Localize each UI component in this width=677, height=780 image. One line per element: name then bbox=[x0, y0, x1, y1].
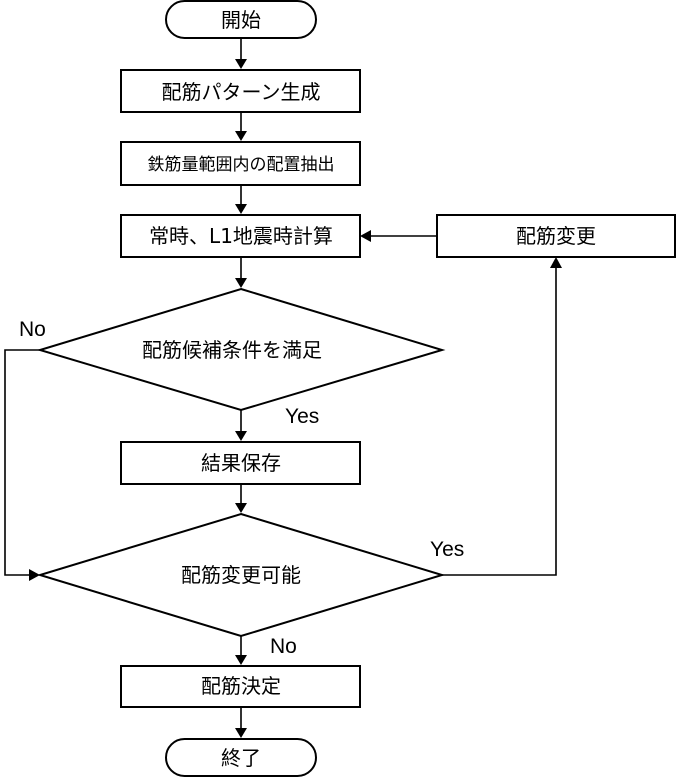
change-layout-label: 配筋変更 bbox=[516, 224, 596, 248]
can-change-diamond bbox=[36, 512, 446, 638]
arrowhead bbox=[235, 655, 247, 665]
arrowhead bbox=[235, 131, 247, 141]
save-result-box bbox=[120, 441, 361, 485]
calculate-box bbox=[120, 214, 361, 258]
arrowhead bbox=[235, 204, 247, 214]
decide-layout-label: 配筋決定 bbox=[201, 674, 281, 698]
branch-label-change-no: No bbox=[270, 635, 297, 658]
connector-canchange-yes-loop bbox=[442, 267, 557, 576]
arrowhead bbox=[550, 257, 562, 268]
arrowhead bbox=[235, 503, 247, 513]
start-label: 開始 bbox=[221, 8, 261, 32]
save-result-label: 結果保存 bbox=[201, 451, 281, 475]
check-conditions-label: 配筋候補条件を満足 bbox=[142, 338, 322, 362]
arrowhead bbox=[29, 569, 40, 581]
can-change-label: 配筋変更可能 bbox=[181, 563, 301, 587]
end-terminator: 終了 bbox=[165, 738, 317, 777]
branch-label-change-yes: Yes bbox=[430, 538, 464, 561]
change-layout-process: 配筋変更 bbox=[436, 214, 676, 258]
branch-label-conditions-yes: Yes bbox=[285, 405, 319, 428]
decide-layout-process: 配筋決定 bbox=[120, 665, 361, 708]
generate-pattern-process: 配筋パターン生成 bbox=[120, 69, 361, 113]
connector-check-no-loop bbox=[4, 349, 40, 576]
arrowhead bbox=[235, 278, 247, 288]
generate-pattern-box bbox=[120, 69, 361, 113]
check-conditions-diamond bbox=[36, 287, 446, 412]
decide-layout-box bbox=[120, 665, 361, 708]
save-result-process: 結果保存 bbox=[120, 441, 361, 485]
can-change-decision: 配筋変更可能 bbox=[36, 512, 446, 638]
connectors bbox=[4, 38, 557, 729]
arrowhead bbox=[235, 59, 247, 69]
arrowhead bbox=[235, 431, 247, 441]
generate-pattern-label: 配筋パターン生成 bbox=[162, 80, 321, 104]
calculate-process: 常時、L1地震時計算 bbox=[120, 214, 361, 258]
end-shape bbox=[165, 738, 317, 777]
arrowhead bbox=[360, 230, 371, 242]
end-label: 終了 bbox=[221, 746, 261, 770]
extract-layout-label: 鉄筋量範囲内の配置抽出 bbox=[148, 155, 335, 175]
extract-layout-process: 鉄筋量範囲内の配置抽出 bbox=[120, 141, 361, 186]
start-shape bbox=[165, 0, 317, 39]
arrowhead bbox=[235, 728, 247, 738]
branch-label-conditions-no: No bbox=[19, 318, 46, 341]
change-layout-box bbox=[436, 214, 676, 258]
check-conditions-decision: 配筋候補条件を満足 bbox=[36, 287, 446, 412]
extract-layout-box bbox=[120, 141, 361, 186]
arrowheads bbox=[29, 59, 562, 738]
calculate-label: 常時、L1地震時計算 bbox=[149, 224, 333, 248]
start-terminator: 開始 bbox=[165, 0, 317, 39]
